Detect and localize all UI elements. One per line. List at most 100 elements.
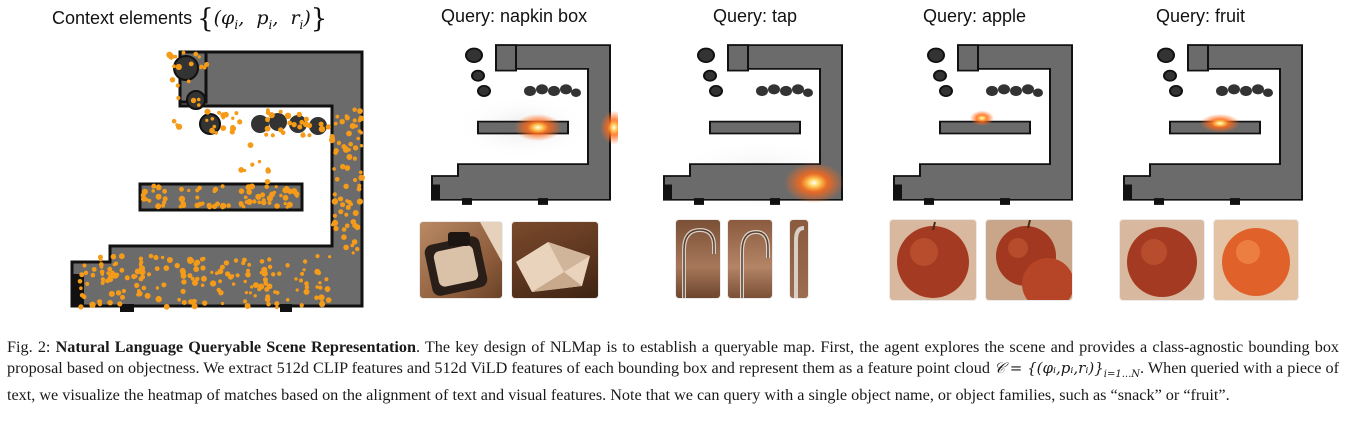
- feature-point: [325, 124, 331, 130]
- feature-point: [163, 265, 170, 271]
- feature-point: [353, 178, 357, 182]
- feature-point: [337, 197, 342, 201]
- feature-point: [197, 201, 203, 207]
- feature-point: [253, 282, 259, 288]
- feature-point: [192, 279, 198, 286]
- feature-point: [345, 205, 351, 210]
- feature-point: [121, 288, 126, 294]
- feature-point: [124, 275, 130, 281]
- feature-point: [357, 183, 362, 188]
- heat-spot: [514, 113, 562, 142]
- feature-point: [265, 110, 271, 115]
- feature-point: [226, 203, 231, 208]
- feature-point: [304, 281, 309, 286]
- feature-point: [303, 288, 310, 295]
- feature-point: [105, 278, 110, 284]
- feature-point: [110, 270, 115, 276]
- feature-point: [331, 198, 339, 205]
- feature-point: [223, 260, 230, 266]
- feature-point: [325, 288, 330, 293]
- feature-point: [339, 119, 345, 125]
- feature-point: [274, 203, 280, 209]
- feature-point: [197, 103, 201, 107]
- feature-point: [154, 266, 160, 271]
- feature-point: [235, 273, 240, 278]
- query-title-apple: Query: apple: [923, 6, 1027, 26]
- feature-point: [318, 281, 322, 285]
- feature-point: [338, 209, 344, 215]
- feature-point: [299, 278, 303, 283]
- feature-point: [204, 62, 210, 67]
- feature-point: [120, 294, 125, 300]
- feature-point: [294, 277, 298, 281]
- feature-point: [264, 125, 271, 132]
- feature-point: [324, 277, 329, 282]
- feature-point: [113, 261, 119, 266]
- feature-point: [82, 263, 87, 268]
- feature-point: [218, 279, 223, 284]
- heat-spot: [970, 110, 994, 126]
- feature-point: [356, 198, 363, 205]
- feature-point: [285, 263, 290, 268]
- feature-point: [238, 188, 245, 194]
- feature-point: [356, 186, 362, 192]
- feature-point: [295, 288, 299, 292]
- feature-point: [219, 264, 225, 270]
- feature-point: [277, 271, 282, 276]
- feature-point: [193, 261, 199, 267]
- feature-point: [168, 53, 175, 60]
- feature-point: [267, 257, 272, 262]
- feature-point: [140, 195, 147, 202]
- feature-point: [275, 305, 279, 310]
- feature-point: [302, 268, 306, 272]
- feature-point: [230, 274, 235, 278]
- feature-point: [346, 130, 352, 137]
- heat-spot: [1200, 113, 1240, 133]
- feature-point: [141, 285, 147, 291]
- tap-crop-3: [790, 220, 808, 298]
- feature-point: [204, 108, 211, 115]
- feature-point: [265, 167, 271, 172]
- feature-point: [162, 196, 168, 202]
- feature-point: [212, 124, 217, 129]
- feature-point: [355, 246, 360, 252]
- feature-point: [155, 184, 162, 191]
- feature-point: [244, 291, 248, 295]
- feature-point: [300, 271, 305, 276]
- feature-point: [190, 97, 197, 104]
- feature-point: [220, 301, 225, 306]
- feature-point: [99, 265, 104, 269]
- feature-point: [315, 254, 320, 259]
- feature-point: [302, 259, 308, 264]
- feature-point: [248, 291, 252, 295]
- feature-point: [138, 262, 143, 267]
- feature-point: [344, 165, 351, 171]
- feature-point: [134, 274, 138, 278]
- feature-point: [155, 295, 162, 303]
- feature-point: [85, 281, 90, 286]
- apple-crop-1: [890, 220, 976, 300]
- feature-point: [218, 290, 224, 296]
- feature-point: [188, 61, 194, 67]
- feature-point: [266, 301, 271, 307]
- context-title-math: {(φi, pi, ri)}: [197, 4, 328, 34]
- feature-point: [250, 285, 254, 289]
- feature-point: [320, 300, 324, 305]
- caption-text-2: . When queried with a piece of text, we …: [7, 358, 1339, 405]
- feature-point: [348, 141, 354, 147]
- feature-point: [266, 195, 273, 202]
- feature-point: [140, 274, 146, 280]
- feature-point: [231, 282, 236, 286]
- feature-point: [79, 286, 83, 290]
- feature-point: [200, 265, 206, 271]
- feature-point: [330, 135, 335, 140]
- feature-point: [197, 185, 202, 191]
- feature-point: [171, 118, 177, 124]
- feature-point: [332, 192, 337, 197]
- feature-point: [233, 258, 239, 263]
- feature-point: [279, 193, 283, 198]
- feature-point: [172, 64, 176, 69]
- feature-point-cloud: [77, 50, 365, 310]
- feature-point: [186, 79, 191, 84]
- feature-point: [261, 270, 268, 277]
